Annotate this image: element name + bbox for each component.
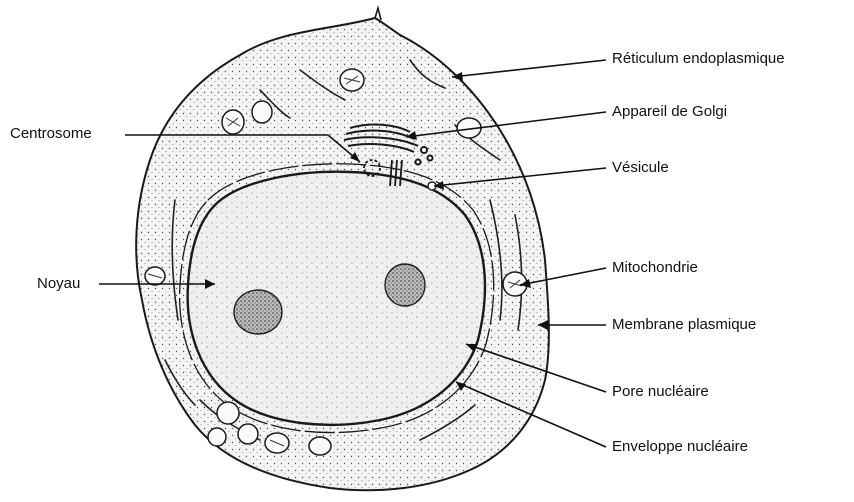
label-membrane-plasmique: Membrane plasmique <box>612 316 756 334</box>
label-mitochondrie: Mitochondrie <box>612 259 698 277</box>
label-reticulum-endoplasmique: Réticulum endoplasmique <box>612 50 785 68</box>
label-enveloppe-nucleaire: Enveloppe nucléaire <box>612 438 748 456</box>
label-centrosome: Centrosome <box>10 125 92 143</box>
nuclear-envelope <box>188 172 485 425</box>
nucleolus-right <box>385 264 425 306</box>
label-pore-nucleaire: Pore nucléaire <box>612 383 709 401</box>
label-appareil-de-golgi: Appareil de Golgi <box>612 103 727 121</box>
label-noyau: Noyau <box>37 275 80 293</box>
label-vesicule: Vésicule <box>612 159 669 177</box>
leader-reticulum <box>452 60 606 77</box>
nucleolus-left <box>234 290 282 334</box>
